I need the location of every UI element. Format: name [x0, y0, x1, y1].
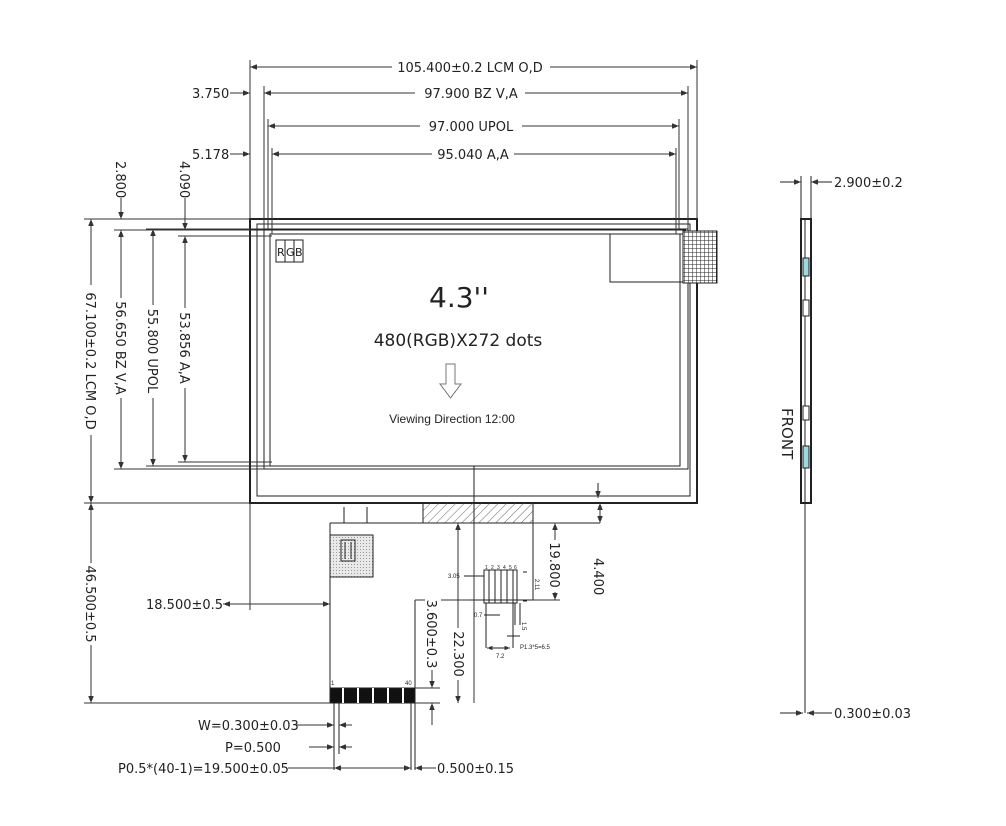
corner-feature: [609, 233, 687, 283]
dim-fpc-4400: 4.400: [590, 558, 605, 595]
rgb-r: R: [277, 246, 285, 259]
side-front-label: FRONT: [778, 408, 796, 460]
dim-fpc-offset: 18.500±0.5: [146, 598, 223, 613]
detail-07: 0.7: [474, 613, 483, 619]
detail-pin-num: 1: [485, 565, 488, 571]
detail-pin-num: 4: [503, 565, 506, 571]
lcm-outline: [248, 217, 699, 505]
dim-bz-va-width: 97.900 BZ V,A: [424, 87, 518, 102]
dim-fpc-thickness: 0.300±0.03: [834, 707, 911, 722]
dim-fpc-22300: 22.300: [450, 631, 465, 677]
rgb-badge: R G B: [275, 239, 304, 263]
corner-mesh: [682, 230, 718, 284]
connector-detail: [464, 569, 527, 651]
aa-outline: [269, 233, 681, 467]
dim-offset-4090: 4.090: [176, 161, 191, 198]
side-body: [800, 218, 812, 504]
pin-40-label: 40: [405, 681, 412, 687]
viewing-direction-arrow-icon: [439, 363, 462, 399]
dim-offset-3750: 3.750: [192, 87, 229, 102]
rgb-b: B: [295, 246, 303, 259]
rgb-g: G: [286, 246, 295, 259]
bz-va-outline: [256, 223, 691, 497]
front-view: [248, 217, 718, 505]
panel-size: 4.3'': [429, 281, 489, 314]
dim-offset-5178: 5.178: [192, 148, 229, 163]
dim-upol-height: 55.800 UPOL: [144, 309, 159, 394]
fpc-tail: [329, 466, 600, 770]
side-view: [780, 176, 832, 716]
detail-305: 3.05: [448, 574, 460, 580]
detail-pin-num: 6: [514, 565, 517, 571]
dim-fpc-19800: 19.800: [546, 542, 561, 588]
left-dimensions: [84, 198, 330, 704]
detail-pin-num: 3: [497, 565, 500, 571]
detail-72: 7.2: [496, 654, 505, 660]
dim-aa-width: 95.040 A,A: [437, 148, 509, 163]
dim-upol-width: 97.000 UPOL: [429, 120, 514, 135]
panel-resolution: 480(RGB)X272 dots: [374, 331, 543, 351]
dim-pin-pitch: P=0.500: [225, 741, 281, 756]
dim-fpc-3600: 3.600±0.3: [423, 600, 438, 669]
dim-bz-va-height: 56.650 BZ V,A: [112, 301, 127, 395]
dim-fpc-total: 46.500±0.5: [82, 565, 97, 642]
dim-aa-height: 53.856 A,A: [176, 312, 191, 384]
detail-pin-num: 5: [509, 565, 512, 571]
pin-1-label: 1: [331, 681, 335, 687]
upol-outline: [263, 228, 689, 470]
detail-p13: P1.3*5=6.5: [520, 645, 551, 651]
viewing-direction: Viewing Direction 12:00: [389, 412, 515, 426]
dim-lcm-od-width: 105.400±0.2 LCM O,D: [397, 61, 543, 76]
detail-pin-numbers: 1 2 3 4 5 6: [485, 565, 517, 571]
dim-side-thickness: 2.900±0.2: [834, 176, 903, 191]
dim-pitch-total: P0.5*(40-1)=19.500±0.05: [118, 762, 289, 777]
detail-15: 1.5: [520, 622, 526, 631]
dim-pin-width: W=0.300±0.03: [198, 719, 299, 734]
dim-fpc-0500: 0.500±0.15: [437, 762, 514, 777]
detail-pin-num: 2: [491, 565, 494, 571]
detail-211: 2.11: [533, 579, 539, 591]
dim-lcm-od-height: 67.100±0.2 LCM O,D: [82, 292, 97, 429]
dim-offset-2800: 2.800: [112, 161, 127, 198]
